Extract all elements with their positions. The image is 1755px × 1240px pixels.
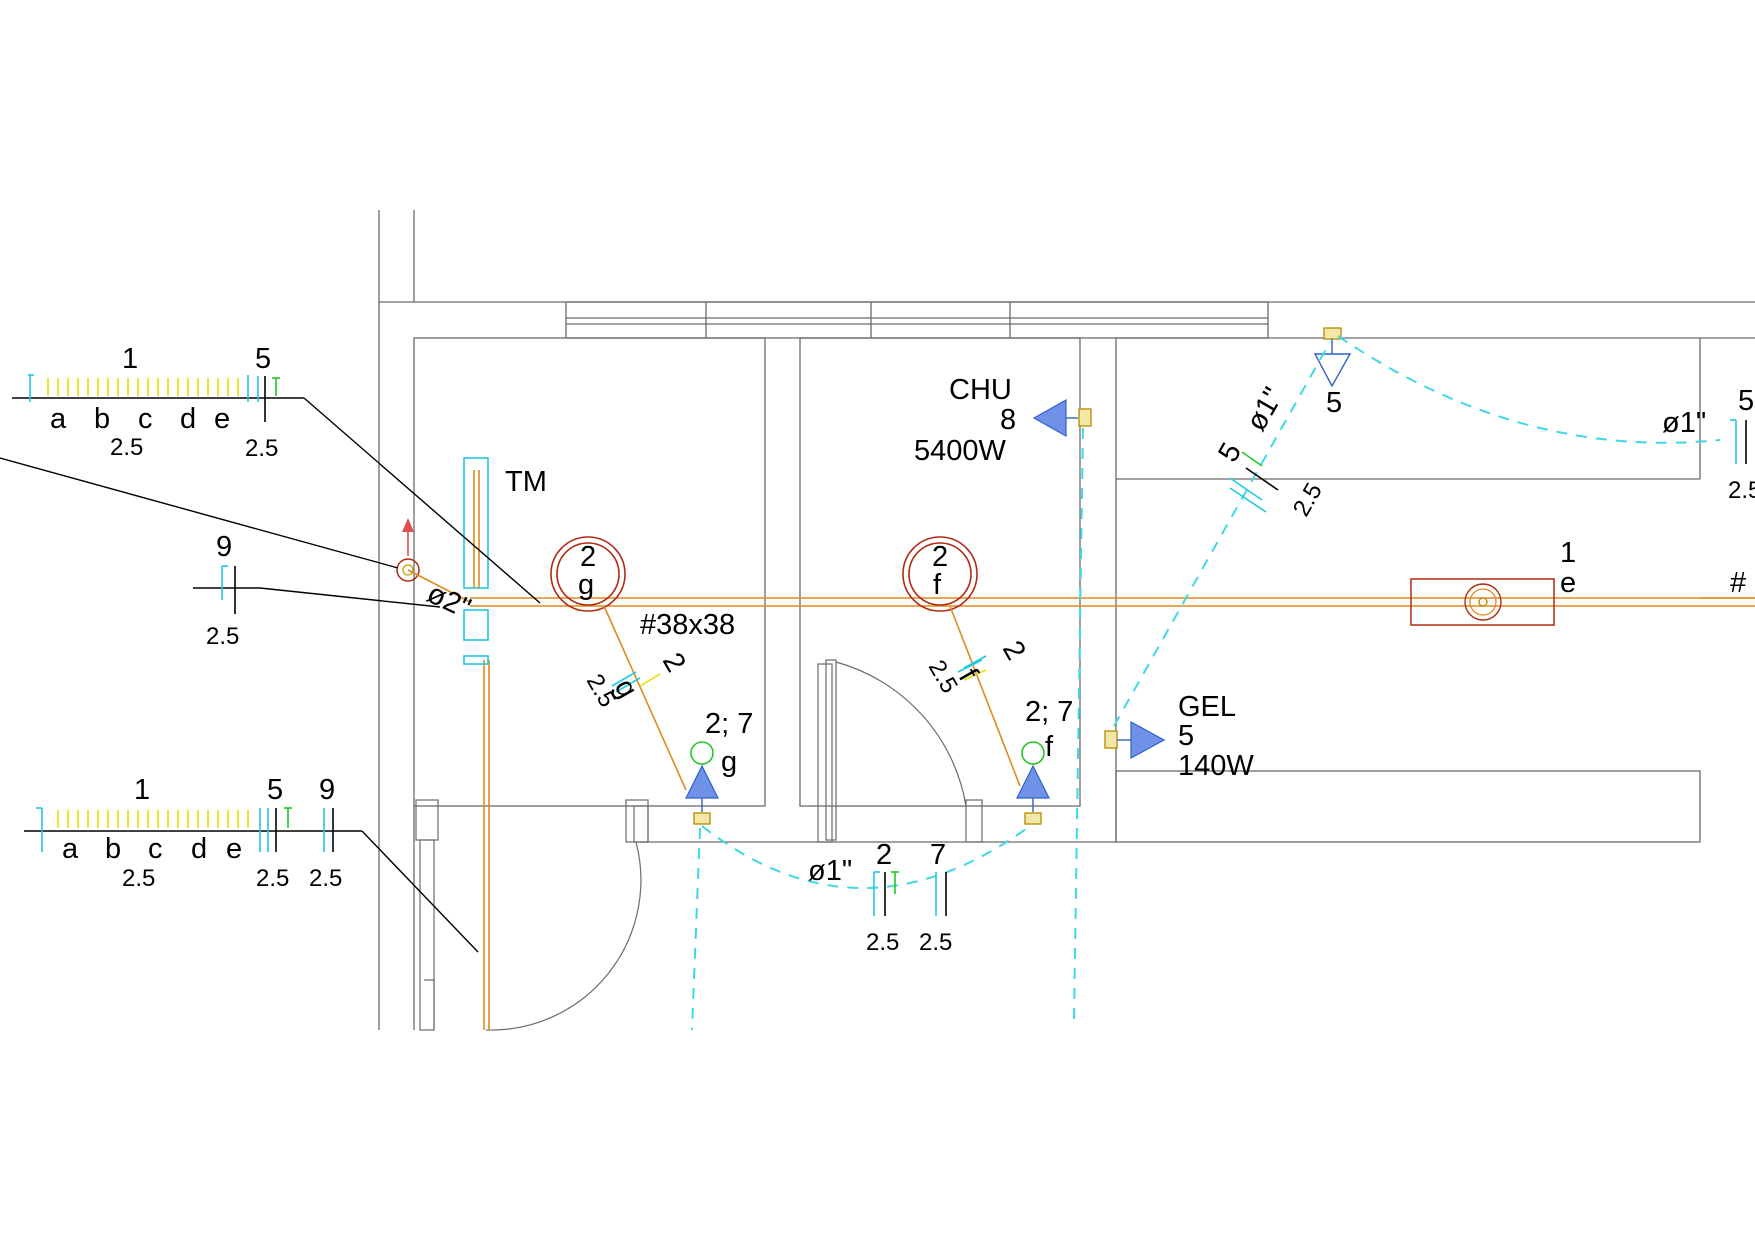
gel-name: GEL: [1178, 691, 1236, 723]
top-left-letter-a: a: [50, 403, 67, 435]
lamp-f-circuit: 2: [932, 541, 948, 573]
top-left-letter-b: b: [94, 403, 110, 435]
g-drop-section: 2.5: [581, 670, 621, 712]
top-left-letter-e: e: [214, 403, 230, 435]
bottom-mid-section-b: 2.5: [919, 929, 952, 956]
right-edge-section: 2.5: [1728, 477, 1755, 504]
top-left-letter-d: d: [180, 403, 196, 435]
cable-mark-top-left: 1 a b c d e 2.5 5 2.5: [12, 343, 541, 604]
lamp-g-circuit: 2: [580, 541, 596, 573]
bottom-left-letter-c: c: [148, 833, 163, 865]
bottom-mid-circuit-b: 7: [930, 839, 946, 871]
cable-mark-right-edge: 5 2.5: [1728, 385, 1755, 504]
f-drop-section: 2.5: [923, 656, 963, 698]
bottom-left-letter-a: a: [62, 833, 79, 865]
top-left-circuit-a: 1: [122, 343, 138, 375]
tm-label: TM: [505, 466, 547, 498]
pipe-1in-bottom-label: ø1": [808, 855, 852, 887]
chu-power: 5400W: [914, 435, 1007, 467]
switch-outlet-f: 2; 7 f: [1016, 696, 1073, 825]
bottom-left-circuit-c: 9: [319, 774, 335, 806]
mid-left-circuit: 9: [216, 531, 232, 563]
top-left-letter-c: c: [138, 403, 153, 435]
duct-cut-label: #: [1730, 567, 1746, 599]
bottom-left-section-a: 2.5: [122, 865, 155, 892]
lamp-e-switch: e: [1560, 567, 1576, 599]
lamp-f: 2 f: [902, 536, 1021, 787]
bottom-left-letter-d: d: [191, 833, 207, 865]
outlet-top: 5: [1313, 327, 1352, 419]
bottom-left-section-c: 2.5: [309, 865, 342, 892]
g-drop-circuit: 2: [656, 648, 692, 678]
lamp-g: 2 g: [550, 536, 687, 791]
chu-outlet: CHU 8 5400W: [914, 374, 1092, 467]
lamp-g-switch: g: [578, 569, 594, 601]
bottom-mid-circuit-a: 2: [876, 839, 892, 871]
pipe-1in-right-label: ø1": [1662, 407, 1706, 439]
walls: [378, 210, 1755, 1030]
switch-g-circuits: 2; 7: [705, 708, 753, 740]
chu-name: CHU: [949, 374, 1012, 406]
diag-right-section: 2.5: [1288, 479, 1328, 521]
bottom-left-letter-b: b: [105, 833, 121, 865]
cable-mark-bottom-mid: 2 2.5 7 2.5: [866, 839, 952, 956]
lamp-f-switch: f: [933, 569, 942, 601]
riser-2in: ø2": [0, 457, 476, 625]
gel-power: 140W: [1178, 750, 1254, 782]
top-left-section-b: 2.5: [245, 435, 278, 462]
lamp-e: 1 e #: [1410, 537, 1746, 626]
gel-circuit: 5: [1178, 720, 1194, 752]
cable-mark-f-drop: 2 f 2.5: [923, 636, 1032, 698]
switch-outlet-g: 2; 7 g: [685, 708, 753, 825]
top-left-circuit-b: 5: [255, 343, 271, 375]
lamp-e-circuit: 1: [1560, 537, 1576, 569]
cable-mark-mid-left: 9 2.5: [193, 531, 441, 650]
gel-outlet: GEL 5 140W: [1104, 691, 1254, 782]
duct-label: #38x38: [640, 609, 735, 641]
f-drop-circuit: 2: [996, 636, 1032, 666]
bottom-mid-section-a: 2.5: [866, 929, 899, 956]
dashed-pipes: [691, 335, 1721, 1031]
chu-circuit: 8: [1000, 404, 1016, 436]
switch-g-letter: g: [721, 746, 737, 778]
pipe-2in-label: ø2": [422, 577, 476, 625]
switch-f-letter: f: [1045, 731, 1054, 763]
outlet-top-circuit: 5: [1326, 387, 1342, 419]
doors: [415, 659, 983, 1031]
diag-right-circuit: 5: [1212, 438, 1248, 468]
bottom-left-circuit-a: 1: [134, 774, 150, 806]
top-left-section-a: 2.5: [110, 434, 143, 461]
bottom-left-section-b: 2.5: [256, 865, 289, 892]
bottom-left-letter-e: e: [226, 833, 242, 865]
bottom-left-circuit-b: 5: [267, 774, 283, 806]
mid-left-section: 2.5: [206, 623, 239, 650]
switch-f-circuits: 2; 7: [1025, 696, 1073, 728]
main-conduit: [470, 597, 1755, 607]
tm-panel: TM: [463, 457, 547, 1030]
cable-mark-g-drop: 2 g 2.5: [581, 648, 692, 712]
cable-mark-bottom-left: 1 a b c d e 2.5 5 2.5 9 2.5: [24, 774, 479, 953]
right-edge-circuit: 5: [1738, 385, 1754, 417]
pipe-1in-diag-label: ø1": [1240, 382, 1290, 436]
